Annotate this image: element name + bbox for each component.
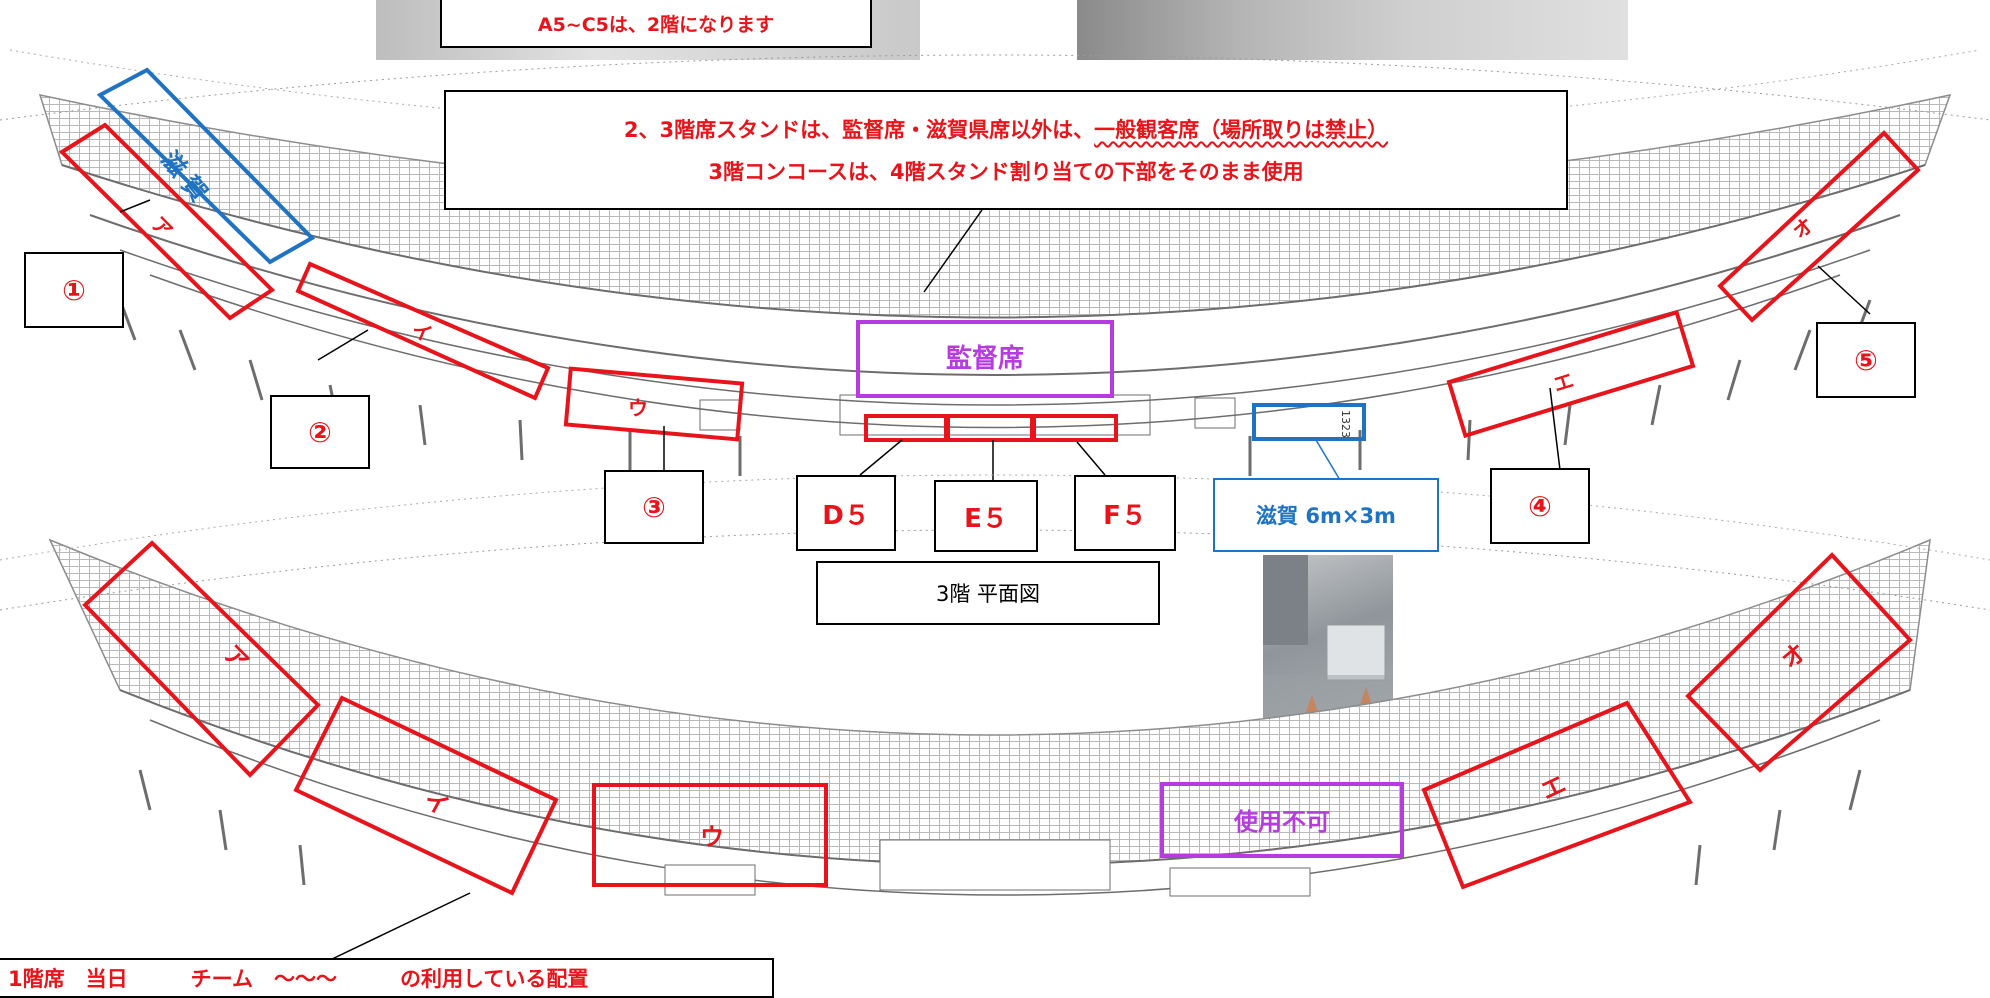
floor3-zone-i (295, 261, 551, 401)
callout-3: ③ (604, 470, 704, 544)
floor3-box-f5 (1032, 414, 1118, 442)
floor3-zone-o (1717, 130, 1921, 323)
floor4-zone-e (1421, 700, 1694, 890)
floor3-director-label: 監督席 (946, 343, 1024, 374)
shiga-size-box: 滋賀 6m×3m (1213, 478, 1439, 552)
floor-note-text: A5~C5は、2階になります (537, 13, 775, 36)
label-d5: D５ (796, 475, 896, 551)
label-f5: F５ (1074, 475, 1176, 551)
callout-4: ④ (1490, 468, 1590, 544)
floor4-zone-o (1685, 552, 1913, 773)
floor3-zones (58, 122, 1921, 442)
floor4-unavailable-box (1160, 782, 1404, 858)
stand-note-line2: 3階コンコースは、4階スタンド割り当ての下部をそのまま使用 (708, 160, 1304, 184)
floor4-unavailable-label: 使用不可 (1233, 808, 1330, 836)
callout-5: ⑤ (1816, 322, 1916, 398)
stand-note-line1: 2、3階席スタンドは、監督席・滋賀県席以外は、 (623, 118, 1095, 142)
callout-1: ① (24, 252, 124, 328)
floor3-shiga-booth (1252, 403, 1366, 441)
floor4-zones (82, 540, 1913, 896)
floor4-zone-u (592, 783, 828, 887)
label-e5: E５ (934, 480, 1038, 552)
stand-note-underlined: 一般観客席（場所取りは禁止） (1094, 118, 1389, 142)
floor3-zone-u-label: ウ (628, 396, 648, 420)
floor3-director-box (856, 320, 1114, 398)
floor4-zone-i (293, 695, 559, 896)
floor4-zone-u-label: ウ (700, 823, 724, 851)
floor3-zone-u (563, 366, 745, 442)
floor3-zone-e-label: エ (1550, 368, 1576, 397)
floor3-shiga-area (96, 67, 316, 265)
callout-2: ② (270, 395, 370, 469)
floor-note-box: A5~C5は、2階になります (440, 0, 872, 48)
stand-note-box: 2、3階席スタンドは、監督席・滋賀県席以外は、一般観客席（場所取りは禁止） 3階… (444, 90, 1568, 210)
top-right-photo (1077, 0, 1628, 60)
floor4-zone-a (82, 540, 321, 778)
bottom-note-box: 1階席 当日 チーム ～～～ の利用している配置 (0, 958, 774, 998)
bottom-note-text: 1階席 当日 チーム ～～～ の利用している配置 (8, 967, 589, 991)
floor3-title-box: 3階 平面図 (816, 561, 1160, 625)
floor3-zone-a (58, 122, 276, 321)
floor3-zone-e (1446, 309, 1696, 439)
floor3-room-number: 1323 (1339, 410, 1352, 438)
floor3-box-d5 (864, 414, 948, 442)
